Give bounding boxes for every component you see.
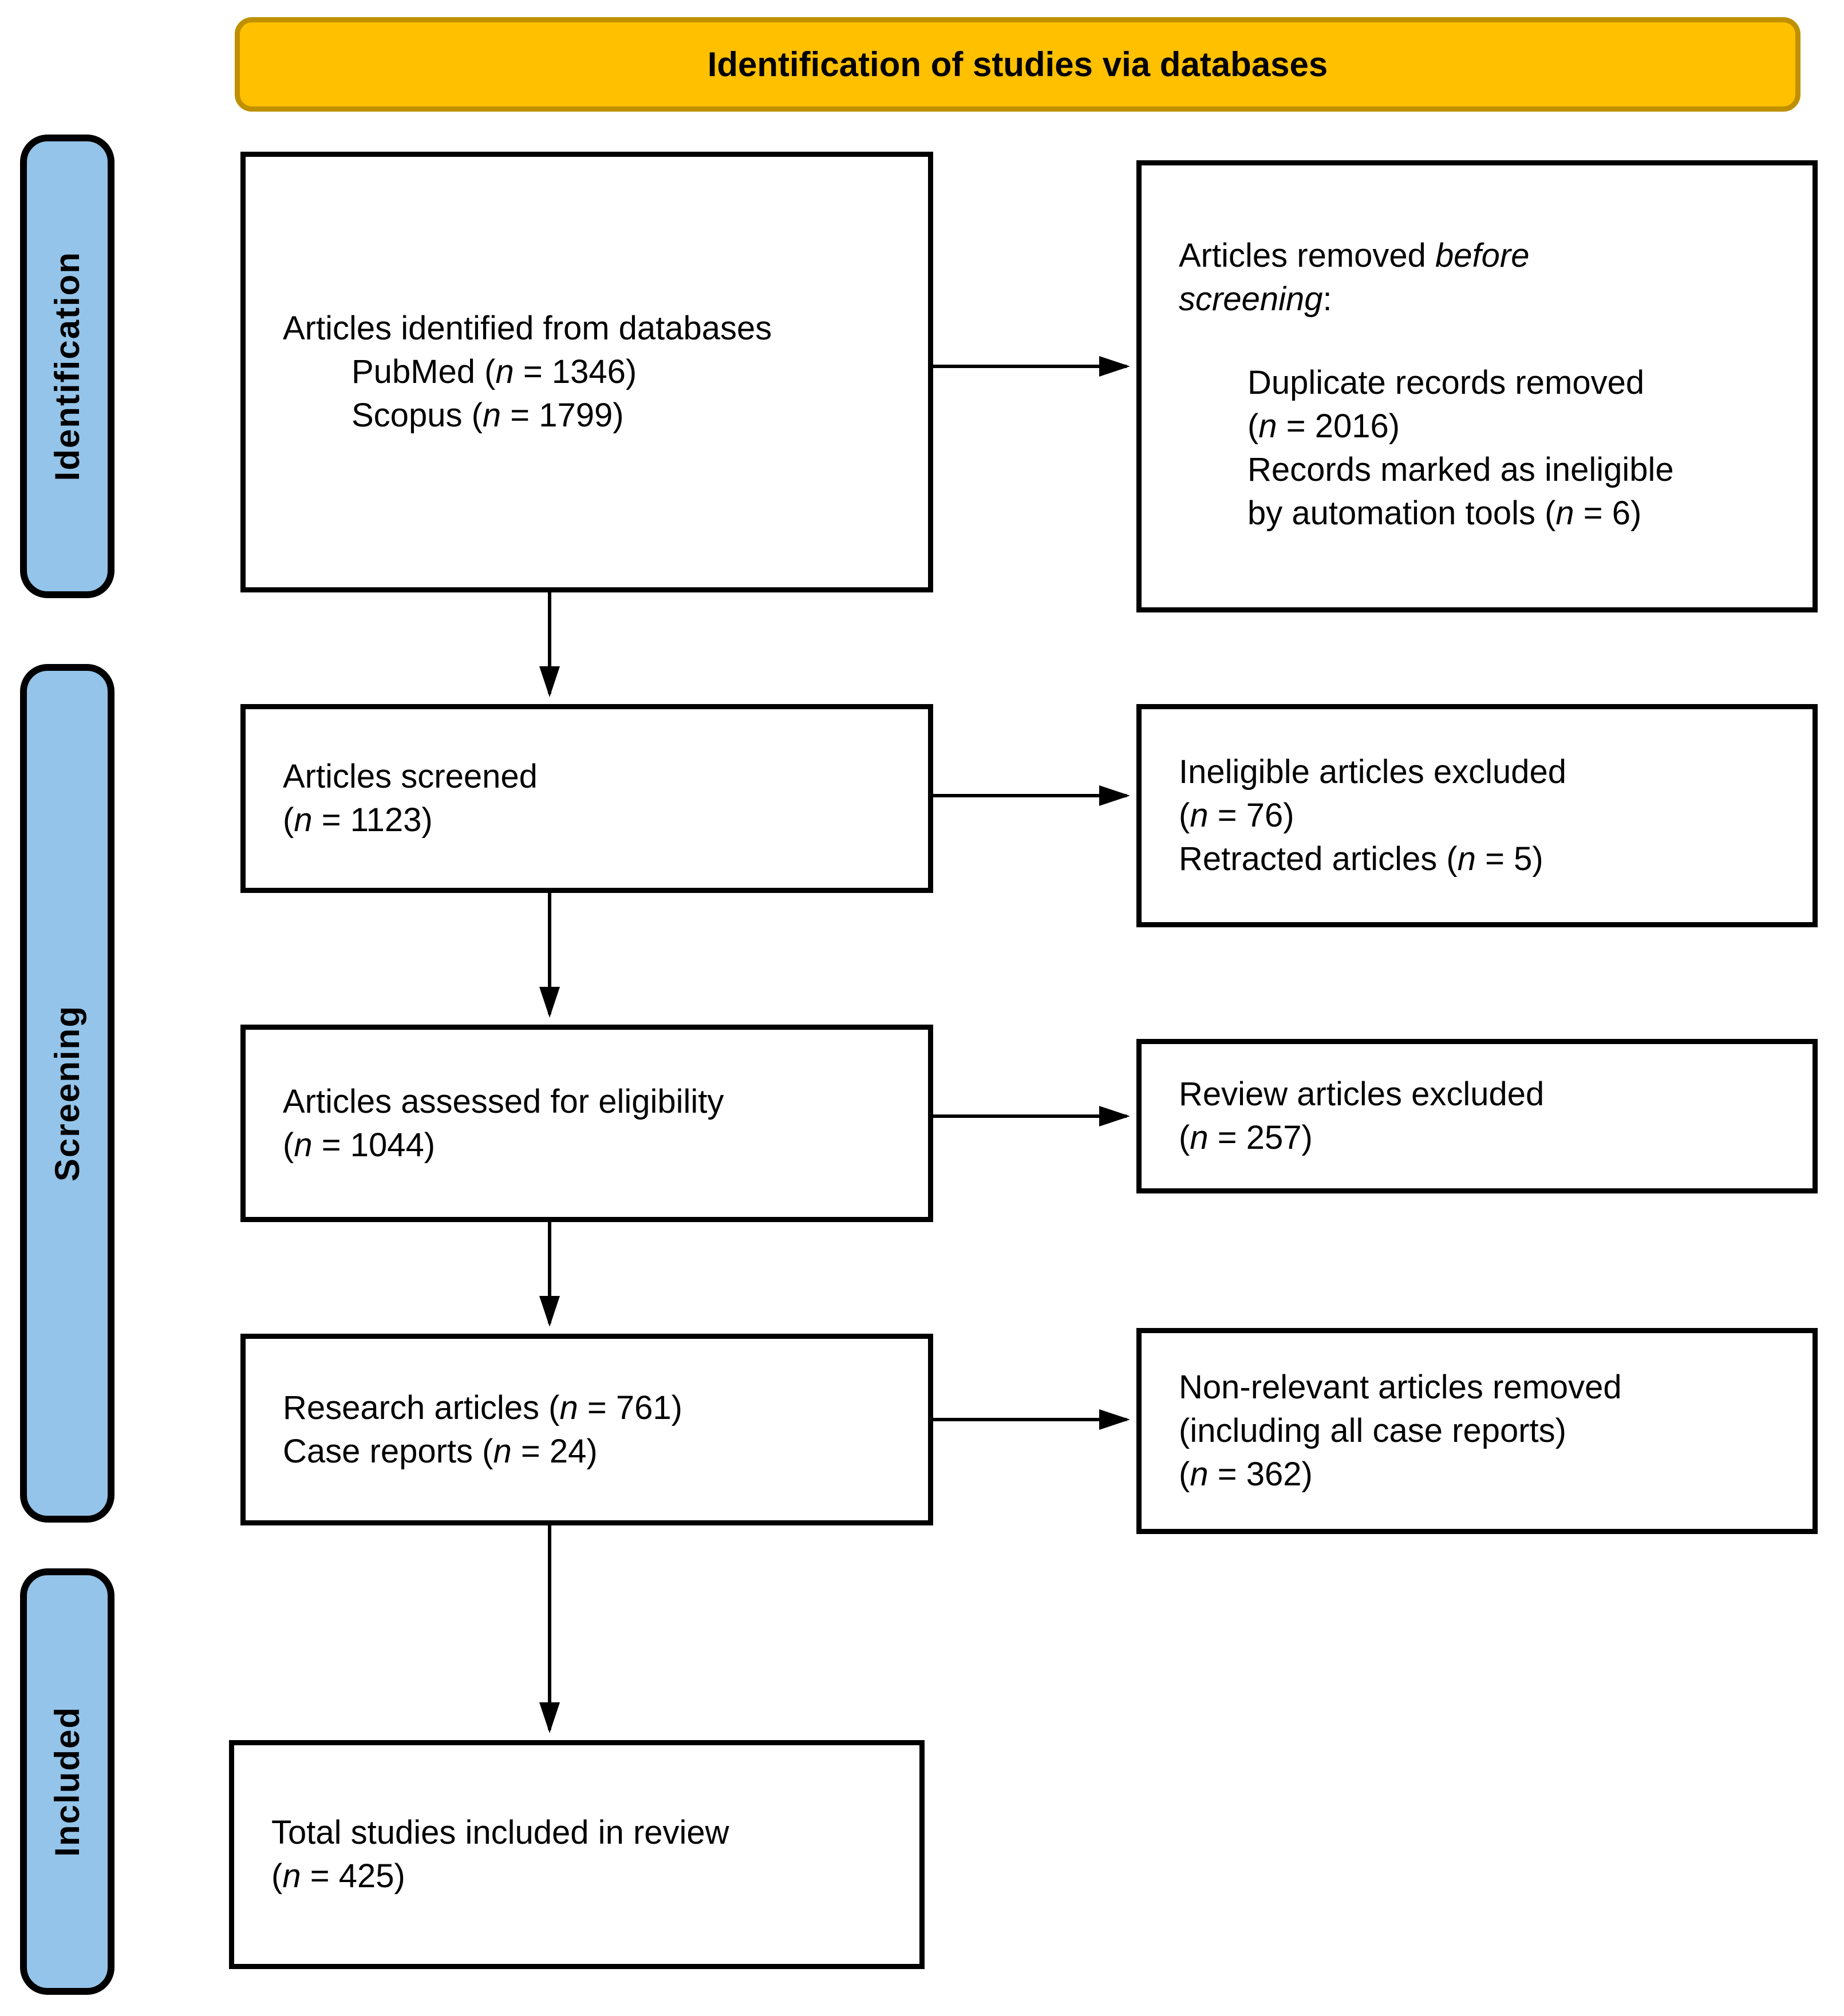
- stage-label-included: Included: [48, 1706, 86, 1857]
- box-total-studies-included: Total studies included in review(n = 425…: [229, 1740, 925, 1969]
- stage-label-identification: Identification: [48, 251, 86, 481]
- box-ineligible-articles-excluded: Ineligible articles excluded(n = 76)Retr…: [1136, 704, 1818, 927]
- box-research-articles-case-reports: Research articles (n = 761)Case reports …: [240, 1334, 933, 1525]
- stage-tab-included: Included: [20, 1568, 114, 1995]
- box-articles-screened: Articles screened(n = 1123): [240, 704, 933, 893]
- stage-tab-screening: Screening: [20, 664, 114, 1523]
- stage-label-screening: Screening: [48, 1005, 86, 1182]
- banner-title: Identification of studies via databases: [707, 45, 1328, 84]
- stage-tab-identification: Identification: [20, 135, 114, 598]
- box-review-articles-excluded: Review articles excluded(n = 257): [1136, 1039, 1818, 1193]
- box-nonrelevant-articles-removed: Non-relevant articles removed(including …: [1136, 1328, 1818, 1534]
- banner-identification-via-databases: Identification of studies via databases: [235, 17, 1800, 112]
- box-articles-assessed-eligibility: Articles assessed for eligibility(n = 10…: [240, 1025, 933, 1222]
